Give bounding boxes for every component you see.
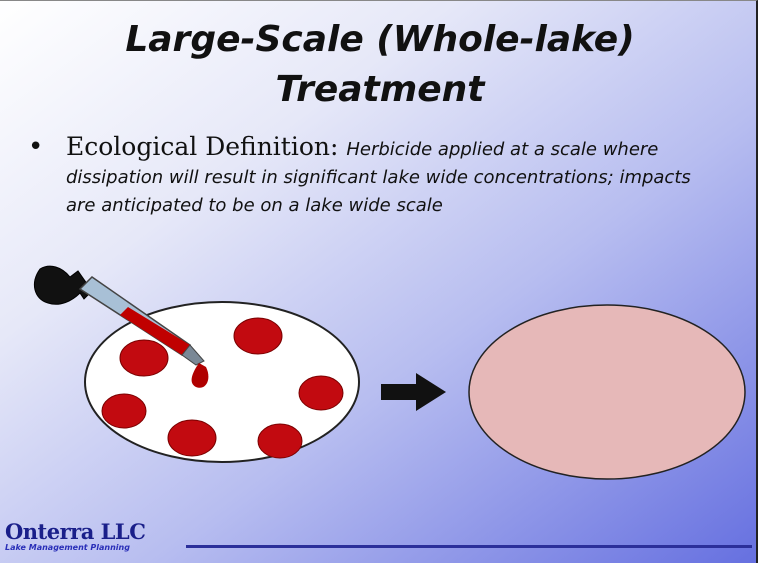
company-logo: Onterra LLC Lake Management Planning [5,521,145,553]
herbicide-spot [120,340,168,376]
arrow-right-icon [381,373,446,411]
herbicide-spot [299,376,343,410]
lake-after [469,305,745,479]
footer-divider [186,545,752,548]
logo-name: Onterra LLC [5,521,145,543]
herbicide-spot [168,420,216,456]
herbicide-spot [234,318,282,354]
logo-tagline: Lake Management Planning [5,543,145,553]
herbicide-spot [258,424,302,458]
herbicide-spot [102,394,146,428]
